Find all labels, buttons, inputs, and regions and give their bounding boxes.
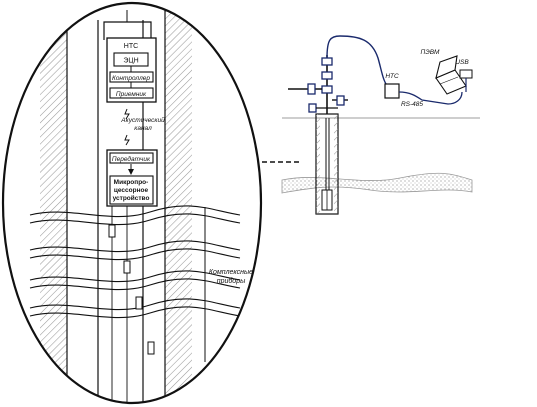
sensor-probe [108, 224, 116, 238]
surface-controller-stack: НТС ЭЦН Контроллер Приемник [106, 37, 157, 103]
formation-layers [29, 205, 241, 319]
transmitter-box-label: Передатчик [112, 155, 151, 163]
ecn-box-label: ЭЦН [123, 58, 138, 65]
acoustic-channel-line1: Акустический [120, 116, 165, 124]
transmitter-box [109, 152, 154, 164]
complex-instruments-line2: приборы [217, 277, 246, 285]
left-casing-wall [40, 3, 67, 403]
magnifier-ellipse [1, 1, 263, 405]
nts-unit [384, 83, 400, 99]
right-casing-wall [165, 3, 192, 403]
receiver-box-label: Приемник [116, 91, 147, 98]
sensor-probe [135, 296, 143, 310]
rs485-cable [398, 91, 463, 105]
microprocessor-line3: устройство [113, 194, 150, 202]
acoustic-channel: Акустический канал [120, 108, 165, 146]
complex-instruments-line1: Комплексные [209, 269, 253, 276]
well-overview: НТС RS-485 ПЭВМ USB [281, 35, 480, 215]
receiver-box [109, 87, 154, 99]
downhole-device: Передатчик Микропро- цессорное устройств… [106, 149, 158, 207]
usb-modem [459, 69, 473, 79]
microprocessor-line1: Микропро- [114, 179, 149, 186]
wellhead [288, 55, 348, 114]
sensor-probe [147, 341, 155, 355]
nts-unit-label: НТС [385, 73, 399, 80]
complex-instruments-bracket: Комплексные приборы [204, 207, 253, 362]
pc-label: ПЭВМ [421, 49, 441, 56]
signal-zigzag-icon [124, 108, 130, 120]
sensor-probe [123, 260, 131, 274]
acoustic-channel-line2: канал [134, 125, 152, 132]
nts-box-label: НТС [124, 43, 138, 50]
oil-formation [281, 172, 473, 194]
microprocessor-box [109, 175, 154, 205]
microprocessor-line2: цессорное [114, 187, 149, 194]
signal-cable [326, 35, 390, 89]
usb-label: USB [455, 59, 469, 66]
rs485-label: RS-485 [401, 101, 423, 108]
magnified-well-view [40, 3, 192, 403]
signal-zigzag-icon [124, 134, 130, 146]
controller-box-label: Контроллер [112, 75, 150, 82]
complex-sensors [108, 224, 155, 355]
